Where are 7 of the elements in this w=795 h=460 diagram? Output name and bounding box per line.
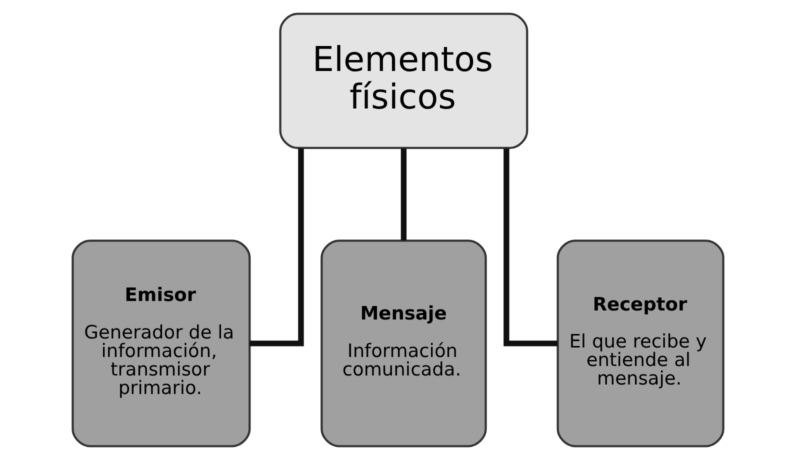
- connector: [503, 148, 558, 346]
- node-box: Elementos físicos: [278, 12, 528, 150]
- connector: [249, 148, 304, 346]
- connector: [400, 148, 406, 240]
- node-box: Mensaje Información comunicada.: [320, 240, 486, 448]
- node-box: Emisor Generador de la información, transmisor primario.: [71, 240, 250, 448]
- node-box: Receptor El que recibe y entiende al mensaje.: [556, 240, 724, 448]
